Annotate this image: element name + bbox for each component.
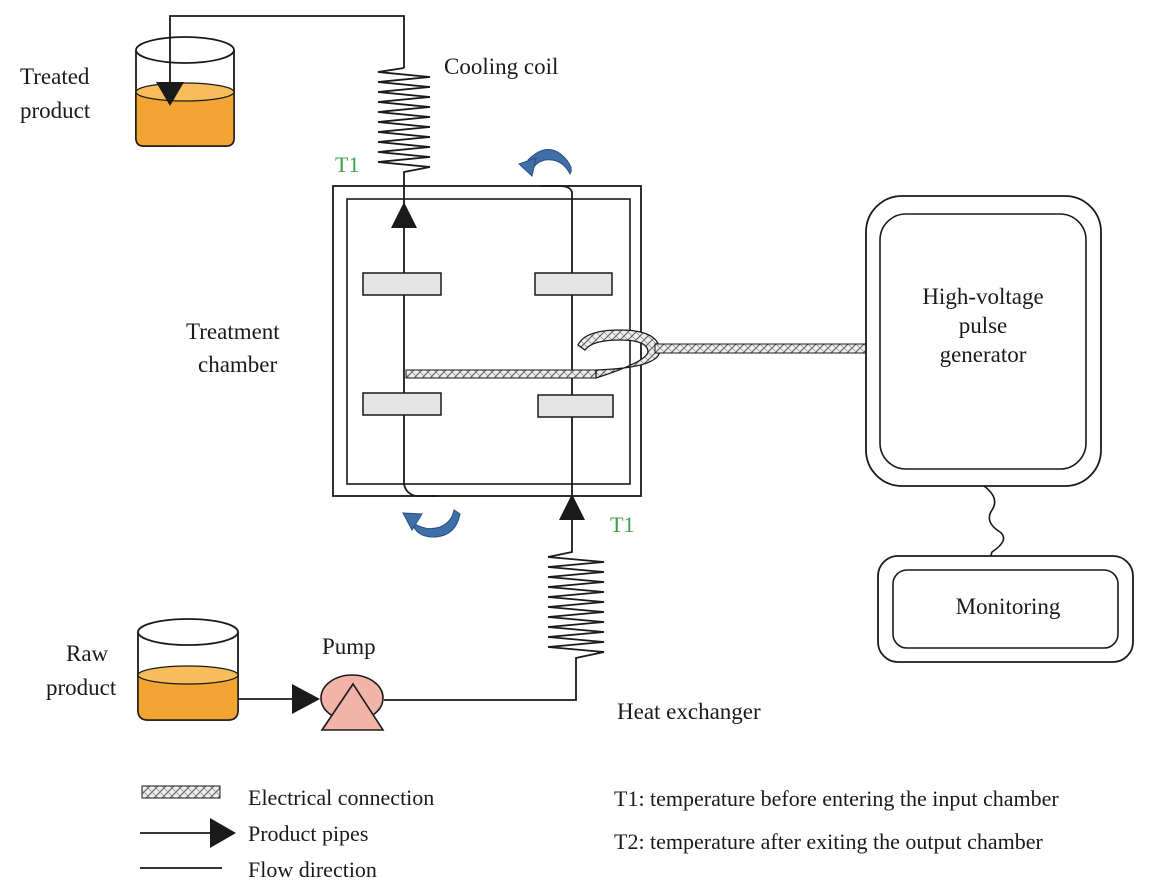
- generator-label-3: generator: [940, 342, 1027, 367]
- treatment-chamber-label-1: Treatment: [186, 319, 280, 344]
- chamber-right-pipe: [540, 185, 573, 520]
- legend-flow-direction: Flow direction: [248, 857, 377, 881]
- monitoring-box: [877, 555, 1134, 663]
- generator-label-1: High-voltage: [922, 284, 1043, 309]
- legend-arrow-icon: [210, 818, 236, 848]
- legend-product-pipes: Product pipes: [248, 821, 368, 846]
- heat-exchanger-label: Heat exchanger: [617, 699, 761, 724]
- monitoring-label: Monitoring: [956, 594, 1061, 619]
- treated-product-label-1: Treated: [20, 64, 90, 89]
- pulse-generator-box: [865, 195, 1102, 487]
- heat-exchanger-coil: [384, 520, 605, 701]
- flow-arrow-bottom-icon: [402, 509, 461, 538]
- chamber-up-arrow-icon: [391, 202, 417, 228]
- treated-product-beaker: [135, 36, 235, 147]
- raw-product-label-1: Raw: [66, 641, 109, 666]
- pump-inlet-arrow-icon: [292, 684, 320, 714]
- flow-arrow-top-icon: [518, 149, 572, 177]
- cooling-coil: [377, 67, 431, 186]
- treated-product-label-2: product: [20, 98, 91, 123]
- outlet-arrow-icon: [156, 82, 184, 106]
- treatment-chamber-label-2: chamber: [198, 352, 278, 377]
- pump-icon: [320, 674, 385, 731]
- cooling-coil-label: Cooling coil: [444, 54, 558, 79]
- legend-t2-note: T2: temperature after exiting the output…: [614, 829, 1044, 854]
- electrode-bottom-right: [537, 394, 614, 418]
- inlet-up-arrow-icon: [559, 494, 585, 520]
- t1-top-label: T1: [335, 152, 359, 177]
- monitoring-wire: [983, 485, 1005, 559]
- legend-cable-swatch: [141, 785, 221, 799]
- chamber-left-pipe: [403, 186, 438, 497]
- legend-electrical-connection: Electrical connection: [248, 785, 434, 810]
- legend: Electrical connection Product pipes Flow…: [140, 785, 1059, 881]
- electrode-top-left: [362, 272, 442, 296]
- t1-bottom-label: T1: [610, 512, 634, 537]
- legend-t1-note: T1: temperature before entering the inpu…: [614, 786, 1059, 811]
- pump-label: Pump: [322, 634, 376, 659]
- electrode-top-right: [534, 272, 613, 296]
- raw-product-beaker: [137, 618, 239, 721]
- raw-product-label-2: product: [46, 675, 117, 700]
- generator-label-2: pulse: [959, 313, 1008, 338]
- electrode-bottom-left: [362, 392, 442, 416]
- outlet-pipe: [169, 15, 405, 92]
